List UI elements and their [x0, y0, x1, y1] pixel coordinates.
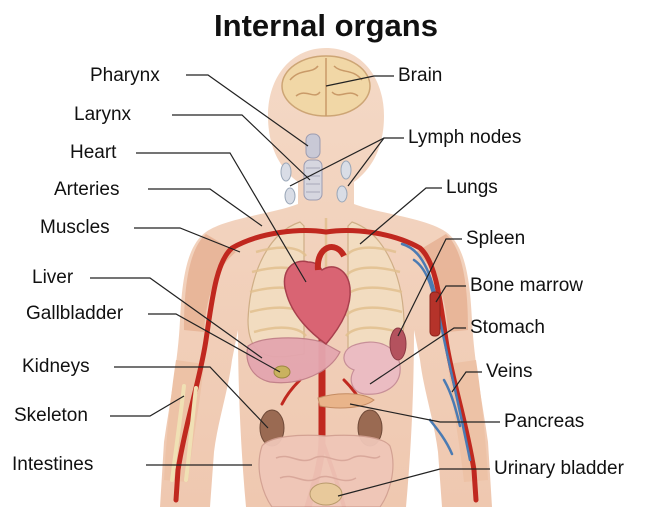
diagram-title: Internal organs [0, 8, 652, 44]
label-bone-marrow: Bone marrow [470, 276, 583, 296]
label-larynx: Larynx [74, 105, 131, 125]
label-lungs: Lungs [446, 178, 498, 198]
urinary-bladder [310, 483, 342, 505]
label-veins: Veins [486, 362, 532, 382]
label-muscles: Muscles [40, 218, 110, 238]
label-arteries: Arteries [54, 180, 119, 200]
label-brain: Brain [398, 66, 442, 86]
label-gallbladder: Gallbladder [26, 304, 123, 324]
label-urinary-bladder: Urinary bladder [494, 459, 624, 479]
label-skeleton: Skeleton [14, 406, 88, 426]
label-liver: Liver [32, 268, 73, 288]
label-kidneys: Kidneys [22, 357, 90, 377]
gallbladder [274, 366, 290, 378]
label-spleen: Spleen [466, 229, 525, 249]
label-pancreas: Pancreas [504, 412, 584, 432]
pharynx [306, 134, 320, 158]
label-intestines: Intestines [12, 455, 93, 475]
label-stomach: Stomach [470, 318, 545, 338]
label-lymph-nodes: Lymph nodes [408, 128, 521, 148]
label-pharynx: Pharynx [90, 66, 160, 86]
larynx [304, 160, 322, 200]
label-heart: Heart [70, 143, 116, 163]
spleen [390, 328, 406, 360]
